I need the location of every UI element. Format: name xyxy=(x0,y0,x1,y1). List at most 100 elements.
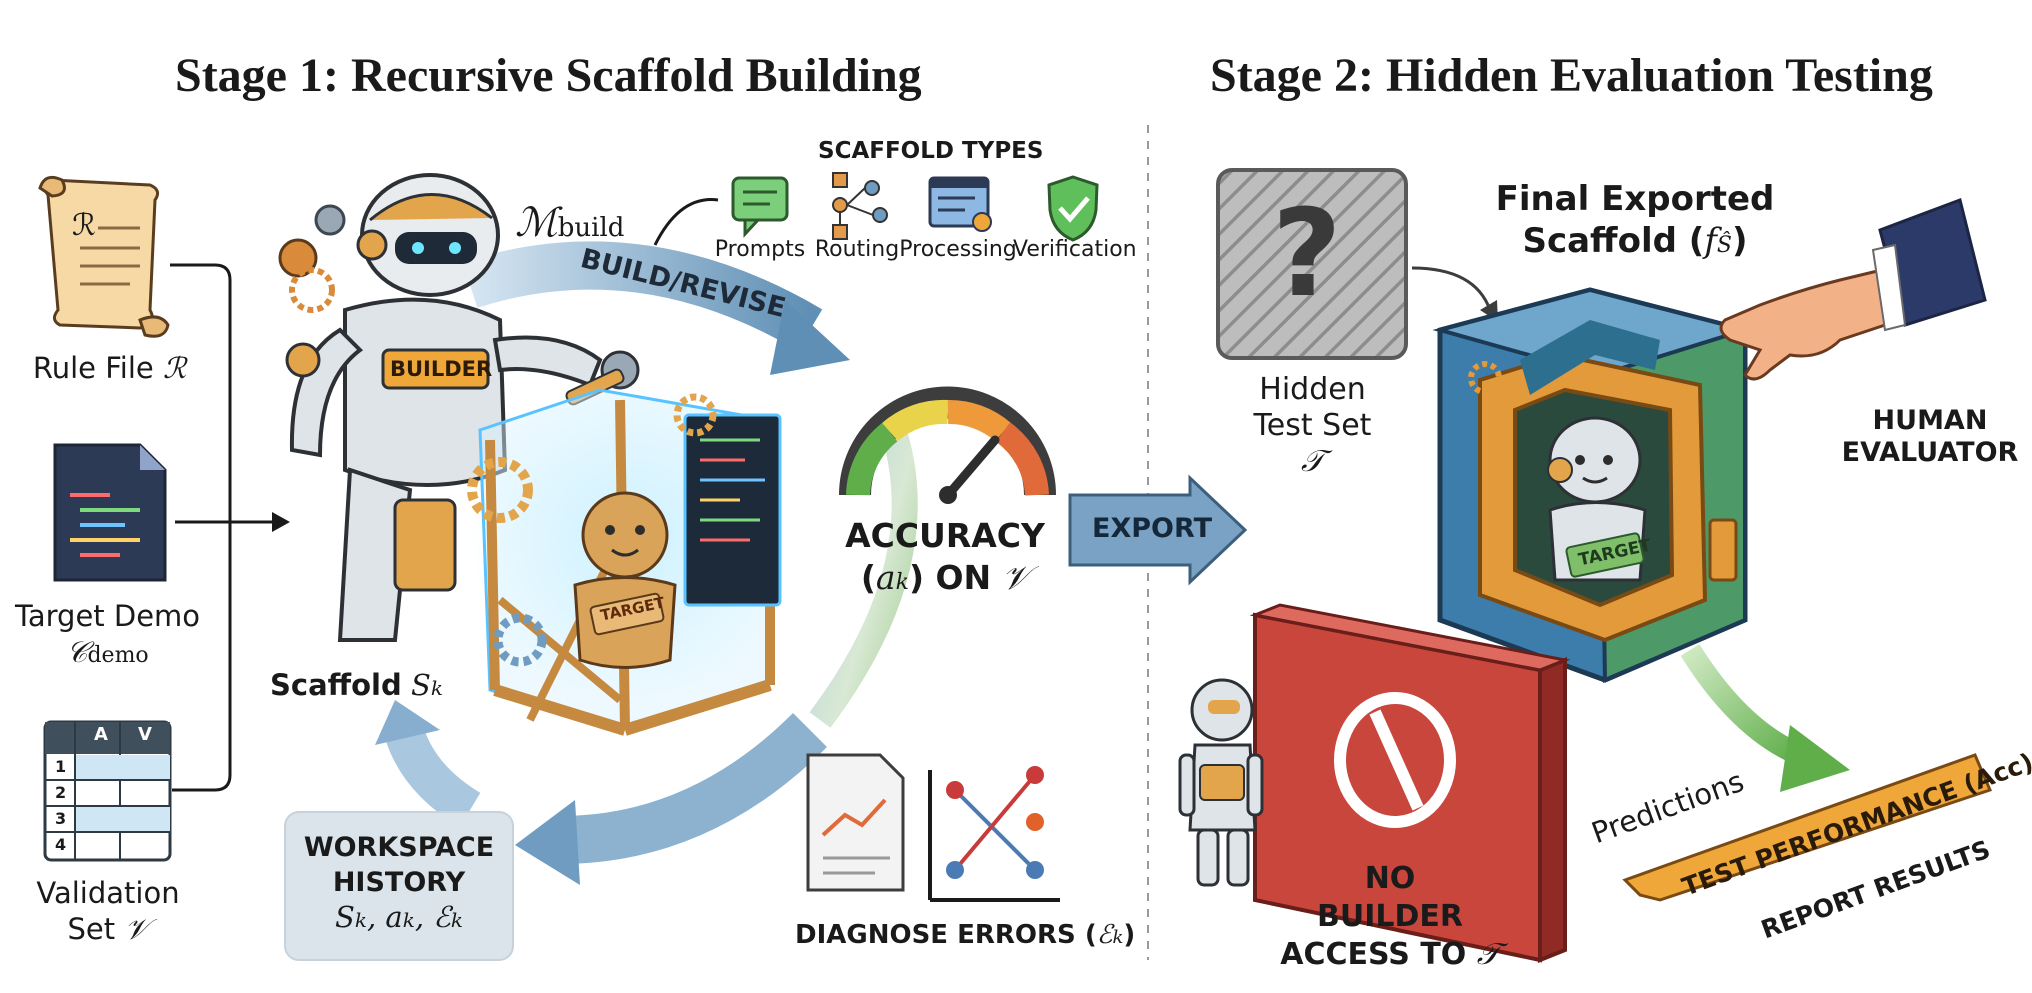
accuracy-gauge-icon xyxy=(839,386,1056,504)
final-exported-text: Final Exported xyxy=(1495,179,1775,219)
rule-file-text: Rule File xyxy=(32,351,154,385)
final-scaffold-symbol: f xyxy=(1704,221,1717,261)
validation-set-symbol: 𝒱 xyxy=(124,912,149,946)
builder-robot-illustration xyxy=(278,173,640,642)
code-document-icon xyxy=(53,443,167,582)
scaffold-text: Scaffold xyxy=(270,668,402,702)
scaffold-symbol: S xyxy=(410,668,431,702)
workspace-history-label: WORKSPACE HISTORY Sk, ak, ℰk xyxy=(285,830,513,938)
build-revise-arrow xyxy=(462,241,823,351)
model-sub: build xyxy=(557,213,625,243)
processing-icon xyxy=(928,176,992,232)
history-text: HISTORY xyxy=(332,867,466,898)
test-set-text: Test Set xyxy=(1253,408,1372,443)
history-var-e: , ℰ xyxy=(414,900,451,934)
no-access-wall xyxy=(1249,603,1571,963)
error-scatter-plot-icon xyxy=(928,766,1060,902)
final-scaffold-label: Final Exported Scaffold (fŜ) xyxy=(1490,178,1780,267)
target-demo-symbol: 𝒞 xyxy=(66,635,88,669)
evaluator-text: EVALUATOR xyxy=(1841,437,2019,468)
sheet-header-a: A xyxy=(94,724,108,745)
final-scaffold-text: Scaffold ( xyxy=(1522,221,1705,261)
history-var-s: S xyxy=(335,900,355,934)
no-text: NO xyxy=(1364,861,1416,896)
history-var-a-sub: k xyxy=(402,908,415,932)
diagnose-text: DIAGNOSE ERRORS ( xyxy=(795,920,1097,950)
history-var-s-sub: k xyxy=(354,908,367,932)
export-label: EXPORT xyxy=(1092,513,1212,544)
sheet-row-4: 4 xyxy=(55,835,67,854)
scaffold-types-header: SCAFFOLD TYPES xyxy=(818,138,1044,164)
rule-file-symbol: ℛ xyxy=(162,351,187,385)
accuracy-close: ) ON xyxy=(908,558,992,597)
scaffold-type-verification: Verification xyxy=(1013,237,1137,262)
scaffold-sk-label: Scaffold Sk xyxy=(270,668,443,702)
spreadsheet-icon xyxy=(43,720,172,862)
history-var-a: , a xyxy=(367,900,403,934)
test-performance-banner xyxy=(1622,753,1993,902)
builder-badge: BUILDER xyxy=(390,357,493,381)
small-builder-robot-icon xyxy=(1178,678,1264,887)
scaffold-type-processing: Processing xyxy=(899,237,1017,262)
model-build-label: ℳbuild xyxy=(515,200,624,246)
diagnose-symbol: ℰ xyxy=(1096,920,1113,950)
error-report-icon xyxy=(806,753,905,892)
stage2-title: Stage 2: Hidden Evaluation Testing xyxy=(1210,49,1933,102)
target-demo-sub: demo xyxy=(87,643,149,668)
no-access-symbol: 𝒯 xyxy=(1476,937,1500,972)
predictions-arrow xyxy=(1680,644,1805,766)
hidden-question-mark: ? xyxy=(1272,185,1342,324)
rule-scroll-symbol: ℛ xyxy=(72,208,96,243)
accuracy-text: ACCURACY xyxy=(845,516,1045,555)
model-connector xyxy=(653,198,719,246)
rule-file-scroll-icon xyxy=(38,175,170,338)
scaffold-frame-illustration xyxy=(467,380,790,736)
accuracy-sub: k xyxy=(895,570,909,595)
target-demo-text: Target Demo xyxy=(14,599,201,633)
sheet-row-3: 3 xyxy=(55,809,67,828)
stage1-title: Stage 1: Recursive Scaffold Building xyxy=(175,49,922,102)
verification-shield-icon xyxy=(1047,175,1099,242)
no-builder-access-label: NO BUILDER ACCESS TO 𝒯 xyxy=(1275,860,1505,974)
sheet-row-1: 1 xyxy=(55,757,67,776)
validation-set-text: Set xyxy=(67,912,116,946)
human-text: HUMAN xyxy=(1872,405,1988,436)
scaffold-sub: k xyxy=(430,676,443,700)
hidden-text: Hidden xyxy=(1259,372,1366,407)
scaffold-type-prompts: Prompts xyxy=(714,237,806,262)
builder-text: BUILDER xyxy=(1316,899,1463,934)
hidden-test-set-label: Hidden Test Set 𝒯 xyxy=(1225,372,1400,480)
accuracy-label: ACCURACY (ak) ON 𝒱 xyxy=(845,515,1045,604)
target-demo-label: Target Demo 𝒞demo xyxy=(10,598,205,674)
sheet-row-2: 2 xyxy=(55,783,67,802)
loop-right-arc xyxy=(809,415,918,728)
export-arrow xyxy=(1068,474,1248,586)
sheet-header-v: V xyxy=(138,724,152,745)
final-scaffold-sub: Ŝ xyxy=(1716,233,1732,258)
human-evaluator-hand-icon xyxy=(1719,198,1987,381)
accuracy-open: ( xyxy=(860,558,876,597)
diagnose-to-history-arrow xyxy=(559,712,827,864)
model-symbol: ℳ xyxy=(515,200,558,246)
routing-icon xyxy=(832,172,888,240)
accuracy-symbol: a xyxy=(875,558,896,597)
history-var-e-sub: k xyxy=(450,908,463,932)
validation-set-label: Validation Set 𝒱 xyxy=(18,875,198,947)
history-to-scaffold-arrow xyxy=(386,728,481,828)
workspace-history-box xyxy=(284,811,514,961)
hidden-test-symbol: 𝒯 xyxy=(1301,444,1324,479)
workspace-text: WORKSPACE xyxy=(303,832,495,863)
final-scaffold-box-illustration xyxy=(1432,287,1753,684)
diagnose-sub: k xyxy=(1112,927,1124,948)
rule-file-label: Rule File ℛ xyxy=(22,350,197,386)
scaffold-type-routing: Routing xyxy=(814,237,900,262)
validation-text: Validation xyxy=(36,876,180,910)
accuracy-set-symbol: 𝒱 xyxy=(1001,558,1030,597)
human-evaluator-label: HUMAN EVALUATOR xyxy=(1830,405,2030,469)
access-to-text: ACCESS TO xyxy=(1280,937,1467,972)
prompts-icon xyxy=(731,176,789,238)
final-scaffold-close: ) xyxy=(1731,221,1748,261)
diagnose-close: ) xyxy=(1123,920,1136,950)
diagnose-errors-label: DIAGNOSE ERRORS (ℰk) xyxy=(795,920,1135,950)
